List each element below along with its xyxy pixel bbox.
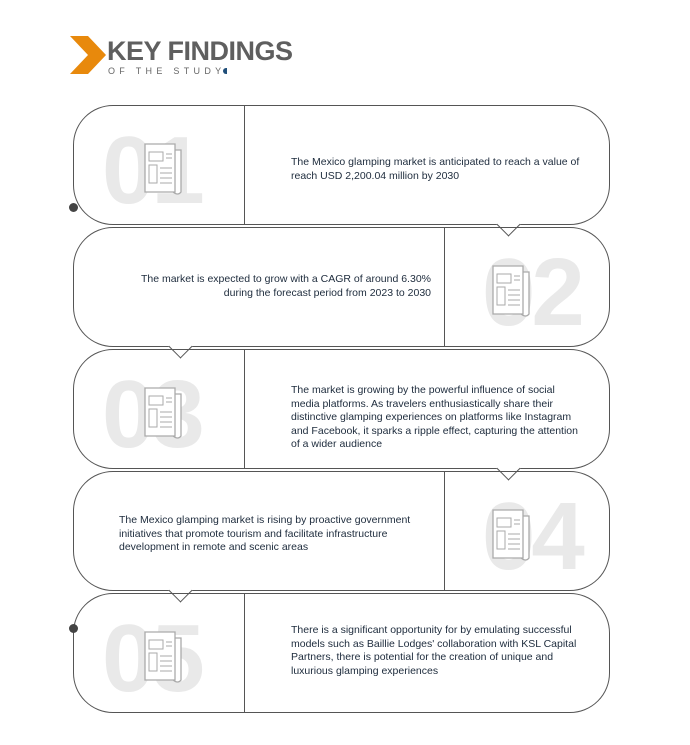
timeline-pin (69, 203, 78, 212)
timeline-pin (69, 624, 78, 633)
finding-text: The Mexico glamping market is anticipate… (291, 156, 580, 182)
divider (244, 594, 245, 712)
finding-card-01: 01The Mexico glamping market is anticipa… (73, 105, 610, 225)
page-subtitle: OF THE STUDY (108, 66, 228, 76)
finding-text: The market is expected to grow with a CA… (140, 273, 431, 299)
finding-card-03: 03The market is growing by the powerful … (73, 349, 610, 469)
divider (444, 472, 445, 590)
newspaper-icon (487, 264, 533, 318)
newspaper-icon (139, 386, 185, 440)
divider (444, 228, 445, 346)
divider (244, 350, 245, 468)
newspaper-icon (139, 142, 185, 196)
chevron-logo-icon (70, 36, 106, 74)
finding-text: There is a significant opportunity for b… (291, 624, 577, 677)
finding-card-05: 05There is a significant opportunity for… (73, 593, 610, 713)
finding-text: The Mexico glamping market is rising by … (119, 514, 411, 553)
page-title: KEY FINDINGS (107, 36, 293, 66)
finding-text: The market is growing by the powerful in… (291, 384, 578, 450)
newspaper-icon (139, 630, 185, 684)
newspaper-icon (487, 508, 533, 562)
divider (244, 106, 245, 224)
